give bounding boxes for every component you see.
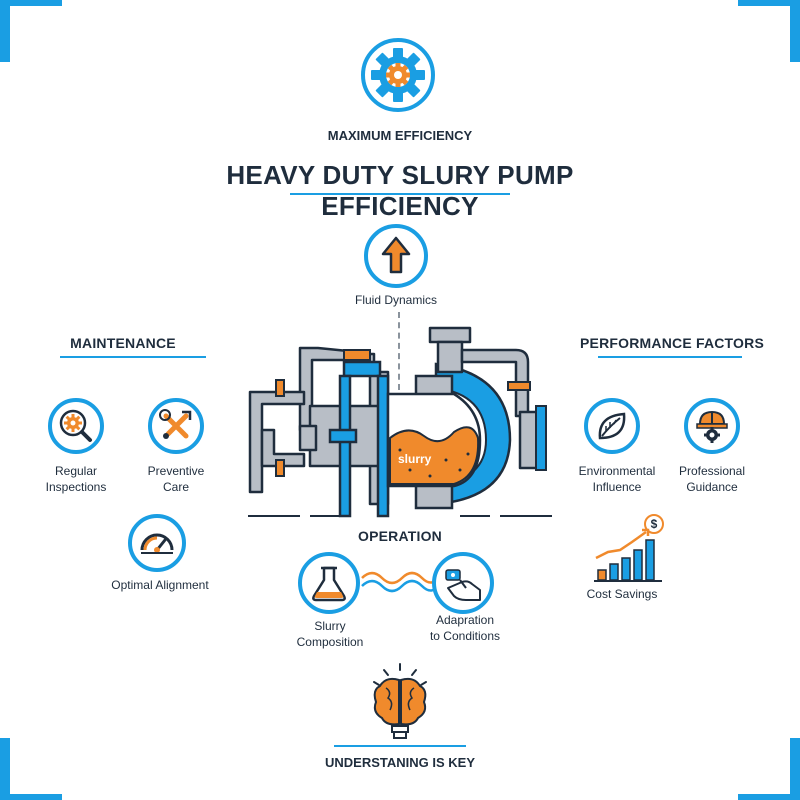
svg-text:$: $ [651,517,658,531]
hard-hat-gear-icon [684,398,740,454]
footer-title: UNDERSTANING IS KEY [325,755,475,770]
regular-inspections-label: Regular Inspections [45,464,107,494]
environmental-influence-label: Environmental Influence [578,464,656,494]
pump-illustration [248,326,552,518]
corner-bottom-left-h [0,794,62,800]
slurry-composition-label: Slurry Composition [296,619,364,649]
gear-icon [361,38,435,112]
operation-title: OPERATION [358,528,442,544]
corner-top-right-h [738,0,800,6]
corner-bottom-right [790,738,800,800]
title-underline [290,193,510,195]
performance-title: PERFORMANCE FACTORS [580,335,764,351]
header-badge: MAXIMUM EFFICIENCY [327,128,473,143]
corner-bottom-left [0,738,10,800]
preventive-care-label: Preventive Care [147,464,205,494]
wave-connector [361,571,440,593]
wrench-screwdriver-icon [148,398,204,454]
page-title: HEAVY DUTY SLURY PUMP EFFICIENCY [226,160,574,221]
leaf-icon [584,398,640,454]
magnifier-gear-icon [48,398,104,454]
maintenance-title: MAINTENANCE [70,335,176,351]
optimal-alignment-label: Optimal Alignment [111,578,209,592]
gauge-icon [128,514,186,572]
performance-underline [598,356,742,358]
brain-icon [373,663,427,739]
fluid-dynamics-label: Fluid Dynamics [354,293,438,307]
maintenance-underline [60,356,206,358]
corner-top-left [0,0,10,62]
arrow-up-icon [364,224,428,288]
center-dashed-line [398,312,400,462]
corner-top-right [790,0,800,62]
slurry-label: slurry [398,452,432,466]
professional-guidance-label: Professional Guidance [678,464,746,494]
corner-top-left-h [0,0,62,6]
cost-savings-label: Cost Savings [586,587,658,601]
adaptation-label: Adapration to Conditions [429,613,501,643]
footer-underline [334,745,466,747]
flask-icon [298,552,360,614]
hand-control-icon [432,552,494,614]
bar-chart-dollar-icon: $ [594,514,664,582]
corner-bottom-right-h [738,794,800,800]
